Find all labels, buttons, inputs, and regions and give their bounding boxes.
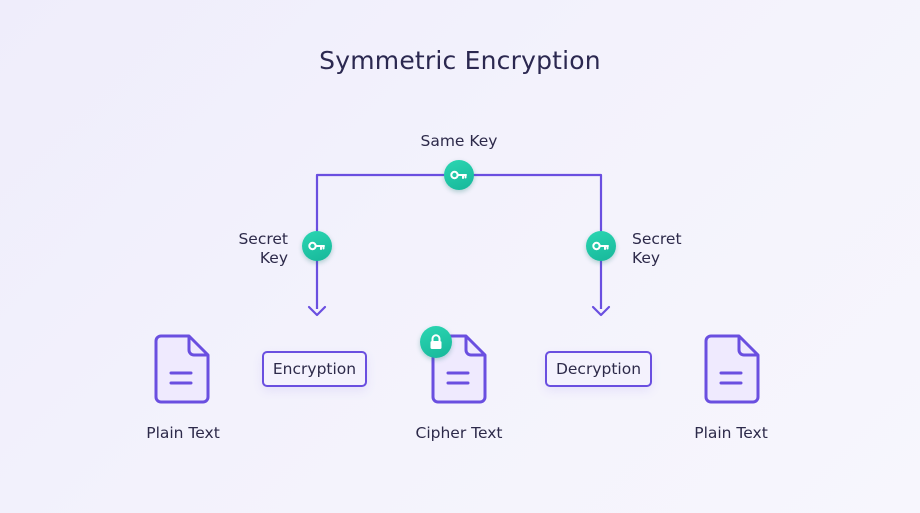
plain-text-label-left: Plain Text: [146, 424, 220, 442]
cipher-text-label: Cipher Text: [415, 424, 503, 442]
same-key-badge: [444, 160, 474, 190]
secret-key-badge-left: [302, 231, 332, 261]
arrowhead-right: [591, 305, 611, 317]
decryption-box: Decryption: [545, 351, 652, 387]
same-key-label: Same Key: [420, 132, 498, 150]
lock-badge: [420, 326, 452, 358]
lock-icon: [430, 334, 442, 349]
key-icon: [308, 241, 325, 251]
plain-text-label-right: Plain Text: [694, 424, 768, 442]
secret-key-badge-right: [586, 231, 616, 261]
plain-text-document-icon-left: [154, 334, 210, 404]
diagram-title: Symmetric Encryption: [319, 46, 601, 75]
encryption-box: Encryption: [262, 351, 367, 387]
plain-text-document-icon-right: [704, 334, 760, 404]
key-icon: [592, 241, 609, 251]
key-icon: [450, 170, 467, 180]
arrowhead-left: [307, 305, 327, 317]
